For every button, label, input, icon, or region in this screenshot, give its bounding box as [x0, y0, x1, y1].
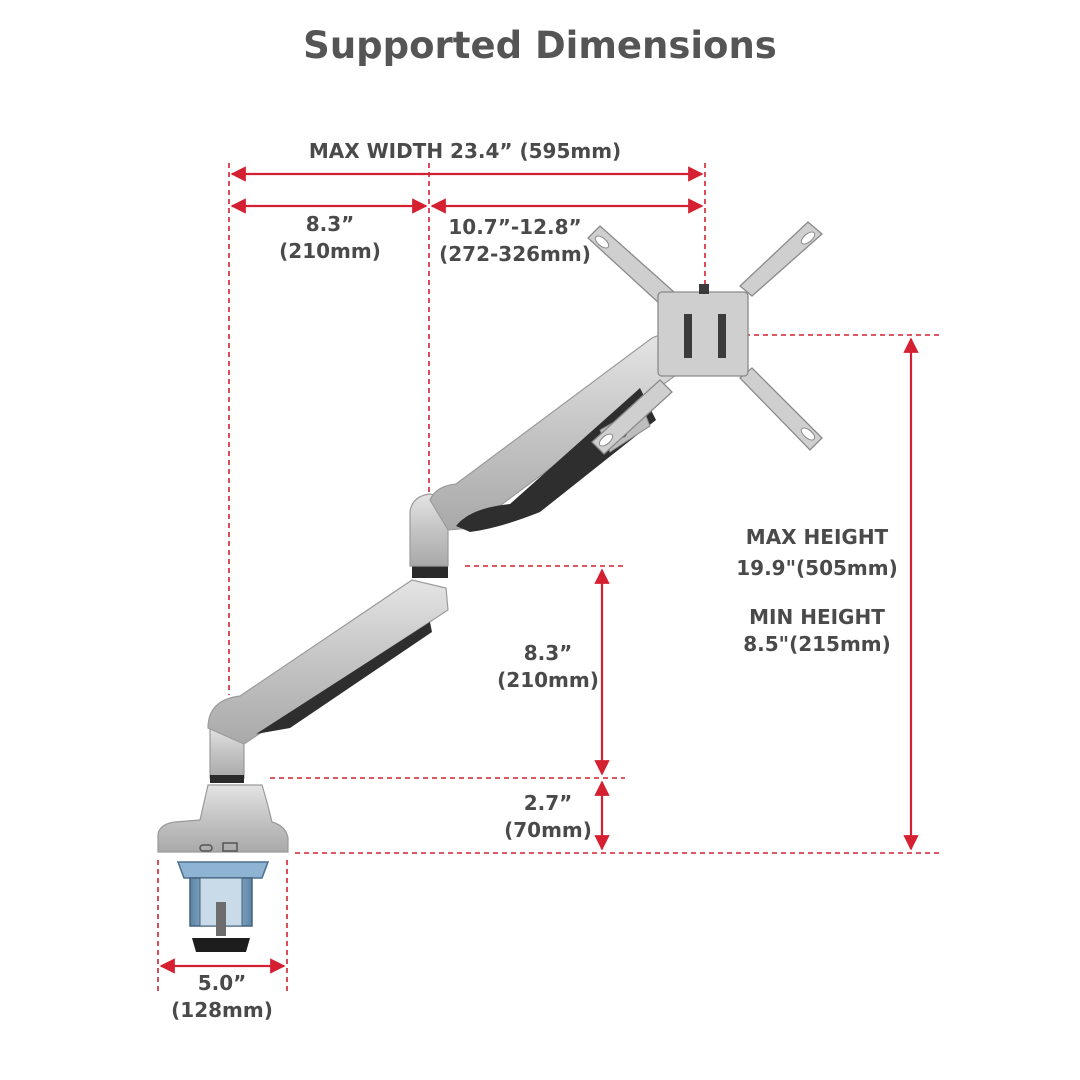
desk-clamp [176, 861, 270, 952]
page-title: Supported Dimensions [303, 24, 777, 67]
arm-height-mm: (210mm) [497, 668, 599, 692]
base-height-inch: 2.7” [523, 791, 573, 815]
plate-extension-mm: (272-326mm) [439, 242, 591, 266]
min-height-label: MIN HEIGHT 8.5"(215mm) [722, 604, 912, 658]
vesa-plate [587, 221, 823, 455]
max-height-title: MAX HEIGHT [745, 525, 889, 549]
base-width-label: 5.0” (128mm) [152, 970, 292, 1024]
arm-width-label: 8.3” (210mm) [260, 211, 400, 265]
arm-width-inch: 8.3” [305, 212, 355, 236]
plate-extension-label: 10.7”-12.8” (272-326mm) [430, 214, 600, 268]
max-height-value: 19.9"(505mm) [736, 556, 898, 580]
max-width-label: MAX WIDTH 23.4” (595mm) [308, 139, 622, 163]
lower-arm [207, 566, 449, 745]
max-height-label: MAX HEIGHT 19.9"(505mm) [722, 522, 912, 584]
min-height-title: MIN HEIGHT [749, 605, 885, 629]
min-height-value: 8.5"(215mm) [743, 632, 891, 656]
arm-height-inch: 8.3” [523, 641, 573, 665]
reference-lines [157, 163, 940, 995]
arm-width-mm: (210mm) [279, 239, 381, 263]
base-height-label: 2.7” (70mm) [478, 790, 618, 844]
base-height-mm: (70mm) [504, 818, 592, 842]
plate-extension-inch: 10.7”-12.8” [448, 215, 582, 239]
dimension-arrows [159, 166, 919, 974]
base-width-inch: 5.0” [197, 971, 247, 995]
base-mount [157, 725, 289, 853]
upper-arm [429, 334, 681, 532]
base-width-mm: (128mm) [171, 998, 273, 1022]
arm-height-label: 8.3” (210mm) [478, 640, 618, 694]
